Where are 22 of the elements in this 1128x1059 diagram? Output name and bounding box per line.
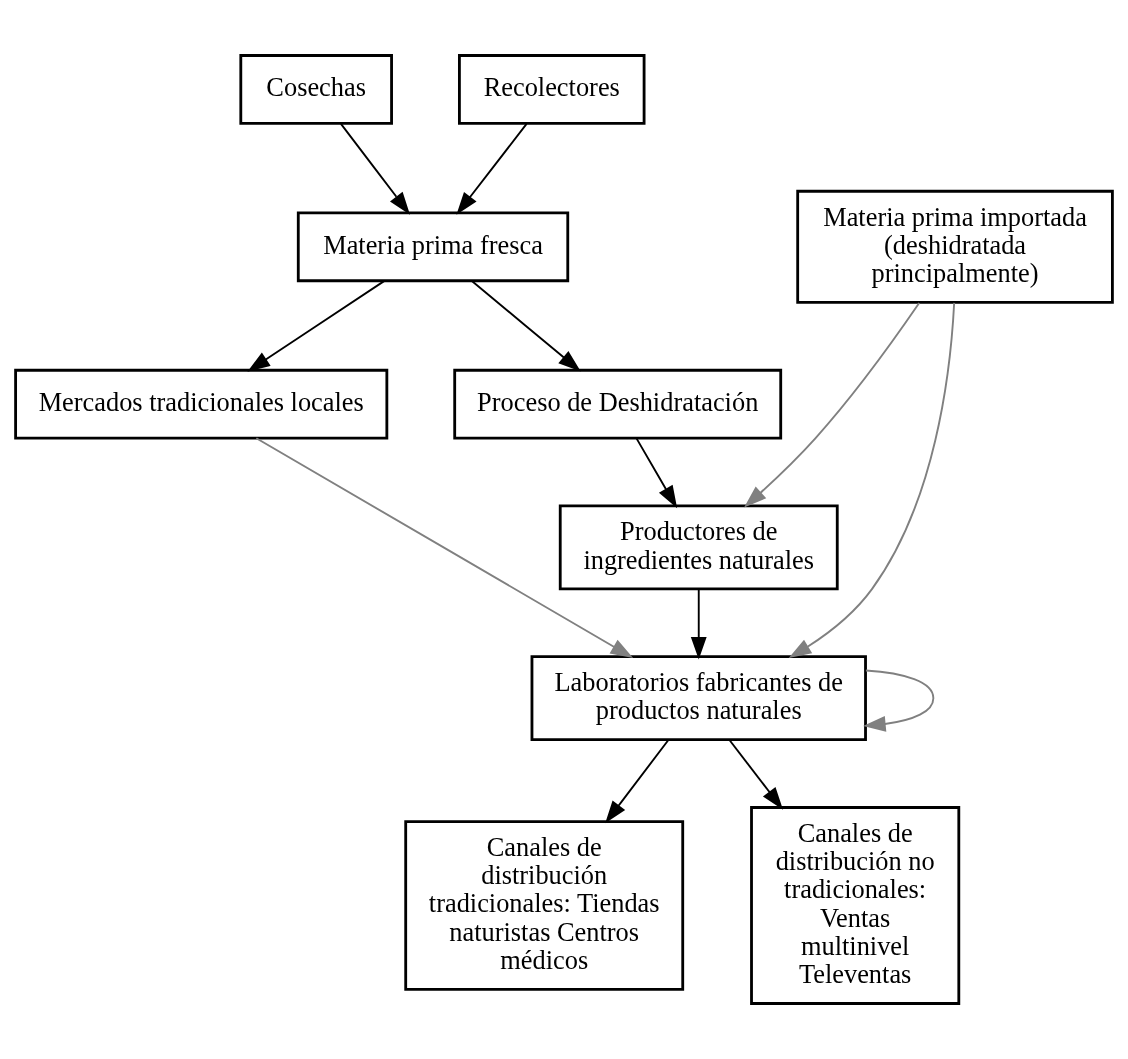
node-box: Proceso de Deshidratación	[453, 368, 783, 440]
arrow	[247, 279, 386, 372]
arrow	[471, 280, 581, 372]
arrow	[863, 669, 935, 732]
node-box: Laboratorios fabricantes de productos naturales	[530, 655, 867, 742]
node-box: Mercados tradicionales locales	[14, 368, 389, 440]
node-box: Materia prima fresca	[296, 211, 570, 283]
node-box: Cosechas	[239, 54, 393, 125]
arrow	[788, 301, 956, 659]
node-box: Materia prima importada (deshidratada principalmente)	[796, 189, 1114, 304]
arrow	[255, 437, 634, 658]
arrow	[744, 302, 921, 508]
node-box: Canales de distribución no tradicionales: Ventas multinivel Televentas	[750, 806, 961, 1005]
arrow	[690, 588, 707, 660]
node-box: Canales de distribución tradicionales: Tiendas naturistas Centros médicos	[404, 820, 685, 991]
arrow	[728, 738, 783, 810]
node-box: Recolectores	[458, 54, 646, 125]
arrow	[605, 738, 670, 824]
arrow	[456, 122, 528, 215]
arrow	[635, 437, 678, 509]
arrow	[340, 122, 410, 215]
node-box: Productores de ingredientes naturales	[558, 504, 839, 591]
